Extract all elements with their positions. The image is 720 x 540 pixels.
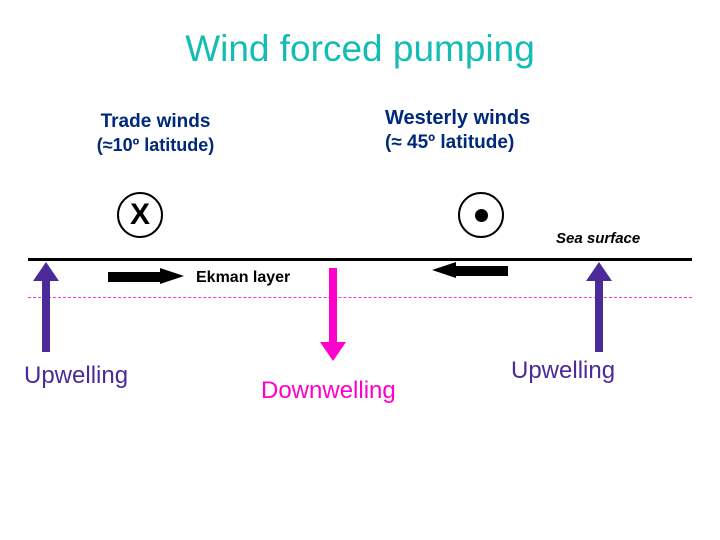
westerly-winds-label-line2: (≈ 45º latitude) [385, 132, 515, 153]
page-title: Wind forced pumping [185, 28, 535, 69]
arrow-shaft [454, 266, 508, 276]
ekman-transport-arrow-left-icon [430, 262, 508, 279]
upwelling-arrow-right-icon [586, 262, 612, 352]
arrow-head [320, 342, 346, 361]
wind-into-page-glyph: X [129, 198, 150, 231]
westerly-winds-label: Westerly winds (≈ 45º latitude) [385, 106, 660, 155]
downwelling-label: Downwelling [261, 377, 396, 404]
upwelling-label-right: Upwelling [511, 357, 616, 384]
sea-surface-label: Sea surface [556, 230, 641, 247]
sea-surface-line [28, 258, 692, 261]
trade-winds-label-line2: (≈10º latitude) [96, 134, 215, 155]
trade-winds-label-line1: Trade winds [100, 111, 211, 132]
wind-into-page-icon: X [117, 192, 163, 238]
wind-out-of-page-dot [474, 208, 488, 222]
arrow-head [160, 268, 184, 284]
ekman-transport-arrow-right-icon [108, 268, 184, 285]
arrow-head [586, 262, 612, 281]
westerly-winds-label-line1: Westerly winds [385, 107, 531, 129]
arrow-shaft [329, 268, 337, 342]
arrow-shaft [108, 272, 162, 282]
downwelling-arrow-icon [320, 268, 346, 361]
upwelling-arrow-left-icon [33, 262, 59, 352]
upwelling-label-left: Upwelling [24, 362, 129, 389]
ekman-layer-boundary-line [28, 297, 692, 298]
ekman-layer-label: Ekman layer [196, 269, 291, 286]
arrow-shaft [42, 279, 50, 352]
wind-out-of-page-icon [458, 192, 504, 238]
arrow-shaft [595, 279, 603, 352]
arrow-head [33, 262, 59, 281]
trade-winds-label: Trade winds (≈10º latitude) [38, 110, 273, 156]
arrow-head [432, 262, 456, 278]
